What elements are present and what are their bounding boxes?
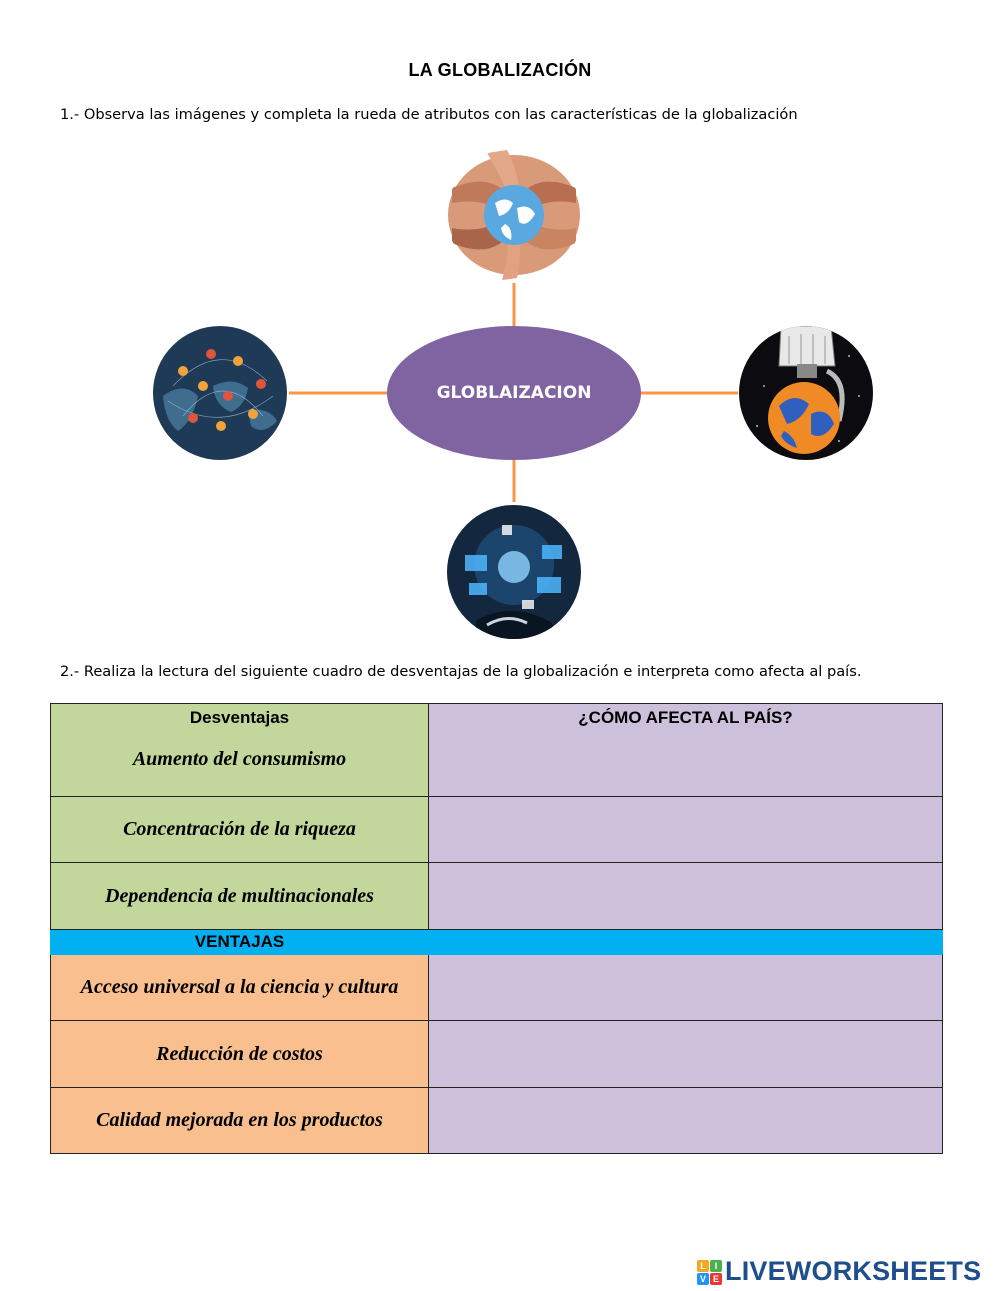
advantages-band-row: VENTAJAS — [50, 929, 943, 955]
advantages-header: VENTAJAS — [194, 932, 285, 951]
center-node-label: GLOBLAIZACION — [436, 383, 592, 403]
effect-header: ¿CÓMO AFECTA AL PAÍS? — [578, 708, 793, 727]
globalization-table: Desventajas Aumento del consumismo ¿CÓMO… — [50, 703, 943, 1154]
attribute-wheel: GLOBLAIZACION — [153, 148, 873, 639]
table-row: Acceso universal a la ciencia y cultura — [50, 954, 943, 1021]
answer-cell[interactable] — [428, 862, 943, 930]
disadvantage-cell: Concentración de la riqueza — [50, 796, 429, 863]
table-row: Concentración de la riqueza — [50, 796, 943, 863]
advantage-item: Calidad mejorada en los productos — [96, 1109, 383, 1131]
advantages-band-cell — [428, 929, 943, 955]
instruction-2: 2.- Realiza la lectura del siguiente cua… — [60, 663, 862, 680]
connector-lines — [289, 283, 738, 502]
table-row: Desventajas Aumento del consumismo ¿CÓMO… — [50, 703, 943, 797]
hands-globe-image — [447, 148, 581, 282]
disadvantages-header: Desventajas — [189, 708, 290, 727]
advantage-item: Reducción de costos — [156, 1042, 323, 1065]
instruction-1: 1.- Observa las imágenes y completa la r… — [60, 106, 798, 123]
logo-mark-icon: L I V E — [697, 1259, 722, 1285]
table-row: Dependencia de multinacionales — [50, 862, 943, 930]
answer-cell[interactable] — [428, 796, 943, 863]
advantages-header-cell: VENTAJAS — [50, 929, 429, 955]
center-node: GLOBLAIZACION — [387, 326, 641, 460]
answer-cell[interactable] — [428, 1087, 943, 1154]
answer-cell[interactable] — [428, 1020, 943, 1088]
table-row: Calidad mejorada en los productos — [50, 1087, 943, 1154]
answer-cell[interactable]: ¿CÓMO AFECTA AL PAÍS? — [428, 703, 943, 797]
advantage-cell: Acceso universal a la ciencia y cultura — [50, 954, 429, 1021]
disadvantage-cell: Desventajas Aumento del consumismo — [50, 703, 429, 797]
disadvantage-item: Dependencia de multinacionales — [105, 884, 374, 907]
logo-text: LIVEWORKSHEETS — [725, 1256, 982, 1286]
liveworksheets-logo[interactable]: L I V E LIVEWORKSHEETS — [697, 1256, 981, 1287]
advantage-cell: Calidad mejorada en los productos — [50, 1087, 429, 1154]
worksheet-title: LA GLOBALIZACIÓN — [408, 60, 592, 80]
table-row: Reducción de costos — [50, 1020, 943, 1088]
globe-grenade-image — [739, 326, 873, 460]
technology-image — [447, 505, 581, 639]
advantage-item: Acceso universal a la ciencia y cultura — [80, 976, 399, 998]
advantage-cell: Reducción de costos — [50, 1020, 429, 1088]
disadvantage-item: Aumento del consumismo — [132, 748, 347, 770]
network-world-image — [153, 326, 287, 460]
answer-cell[interactable] — [428, 954, 943, 1021]
disadvantage-cell: Dependencia de multinacionales — [50, 862, 429, 930]
disadvantage-item: Concentración de la riqueza — [123, 818, 356, 840]
